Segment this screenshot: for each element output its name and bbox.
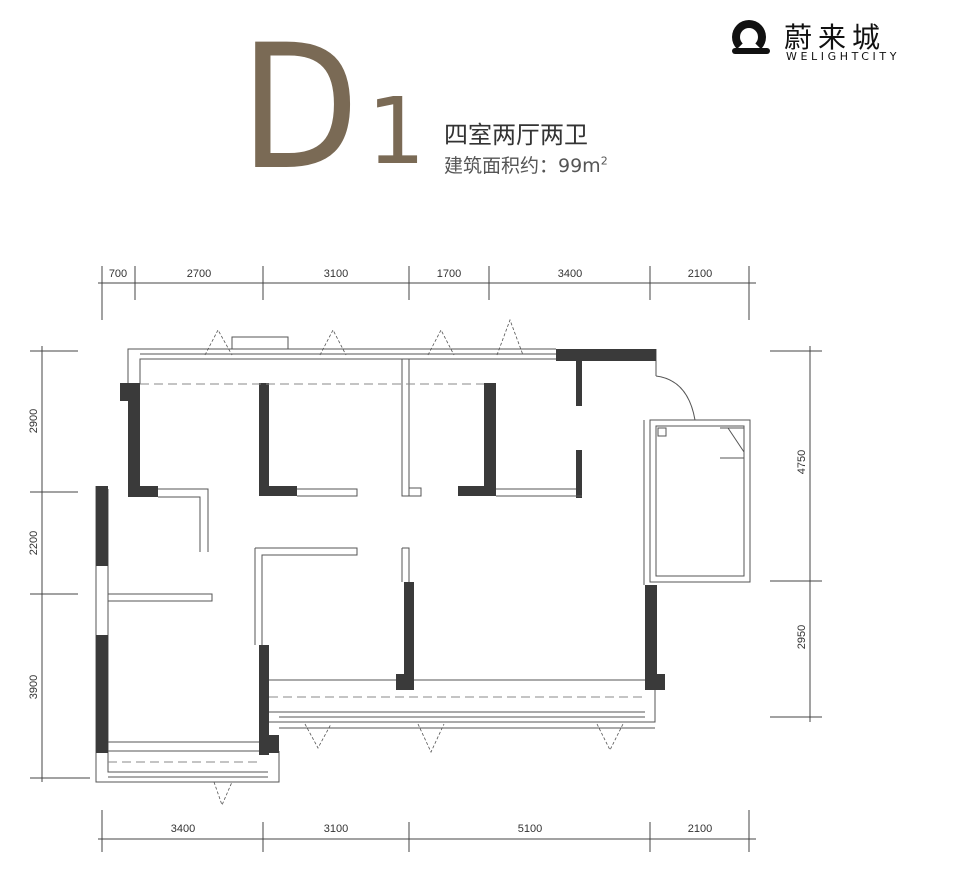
dim-right-2: 2950 (796, 625, 808, 649)
windows (108, 353, 645, 778)
dimension-bottom-labels: 3400 3100 5100 2100 (171, 823, 712, 835)
dimension-right (770, 346, 822, 722)
dim-bottom-4: 2100 (688, 823, 712, 835)
balcony-fixture (657, 427, 745, 459)
outer-walls (95, 336, 751, 783)
dim-top-1: 700 (109, 268, 127, 280)
logo: 蔚来城 WELIGHTCITY (732, 18, 928, 66)
dimension-top-labels: 700 2700 3100 1700 3400 2100 (109, 268, 712, 280)
dimension-left (30, 346, 90, 782)
logo-english: WELIGHTCITY (786, 50, 901, 63)
plan-title: D (240, 7, 359, 208)
dim-left-2: 2200 (28, 531, 40, 555)
dim-top-3: 3100 (324, 268, 348, 280)
dimension-right-labels: 4750 2950 (796, 450, 808, 649)
dim-left-1: 2900 (28, 409, 40, 433)
dim-top-5: 3400 (558, 268, 582, 280)
dimension-left-labels: 2900 2200 3900 (28, 409, 40, 699)
logo-base-icon (732, 48, 770, 54)
beam-dashes (108, 383, 645, 763)
rooms-label: 四室两厅两卫 (444, 121, 588, 149)
dim-left-3: 3900 (28, 675, 40, 699)
dim-right-1: 4750 (796, 450, 808, 474)
area-unit-sup: 2 (600, 154, 608, 168)
interior-walls (108, 358, 645, 752)
dim-bottom-2: 3100 (324, 823, 348, 835)
dimension-bottom (98, 810, 756, 852)
area-label: 建筑面积约：99m2 (444, 151, 608, 178)
logo-name: 蔚来城 (784, 21, 887, 54)
dim-top-6: 2100 (688, 268, 712, 280)
dim-bottom-3: 5100 (518, 823, 542, 835)
balcony-door (655, 361, 696, 421)
window-swings (204, 318, 624, 807)
dim-top-4: 1700 (437, 268, 461, 280)
thick-walls (96, 349, 665, 755)
dim-bottom-1: 3400 (171, 823, 195, 835)
plan-number: 1 (367, 78, 426, 185)
area-value: 建筑面积约：99m (444, 155, 601, 177)
dim-top-2: 2700 (187, 268, 211, 280)
dimension-top (98, 266, 756, 320)
